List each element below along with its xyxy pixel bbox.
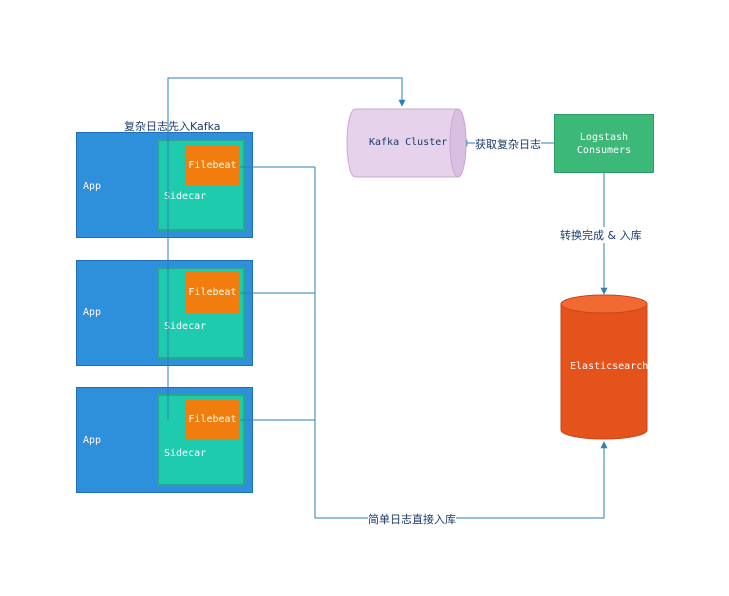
logstash-label-line1: Logstash [579, 131, 629, 143]
app-label: App [83, 307, 102, 318]
app-label: App [83, 181, 102, 192]
kafka-cluster-label: Kafka Cluster [369, 137, 448, 148]
filebeat-box: Filebeat [185, 145, 240, 186]
filebeat-box: Filebeat [185, 272, 240, 313]
logstash-label-line2: Consumers [576, 144, 632, 156]
elasticsearch-label: Elasticsearch [570, 361, 649, 372]
complex-to-kafka-connector [167, 77, 406, 150]
edge-label-complex-to-kafka: 复杂日志先入Kafka [124, 120, 221, 133]
logstash-consumers-node: Logstash Consumers [554, 114, 654, 173]
edge-label-simple-direct: 简单日志直接入库 [368, 511, 456, 527]
simple-direct-connector [314, 167, 608, 519]
elasticsearch-node [560, 294, 648, 440]
edge-label-fetch-complex: 获取复杂日志 [475, 136, 541, 152]
app-label: App [83, 435, 102, 446]
filebeat-box: Filebeat [185, 399, 240, 440]
kafka-cluster-node [346, 108, 467, 178]
sidecar-label: Sidecar [164, 321, 207, 332]
sidecar-label: Sidecar [164, 448, 207, 459]
edge-label-transform-store: 转换完成 & 入库 [560, 227, 642, 243]
sidecar-label: Sidecar [164, 191, 207, 202]
